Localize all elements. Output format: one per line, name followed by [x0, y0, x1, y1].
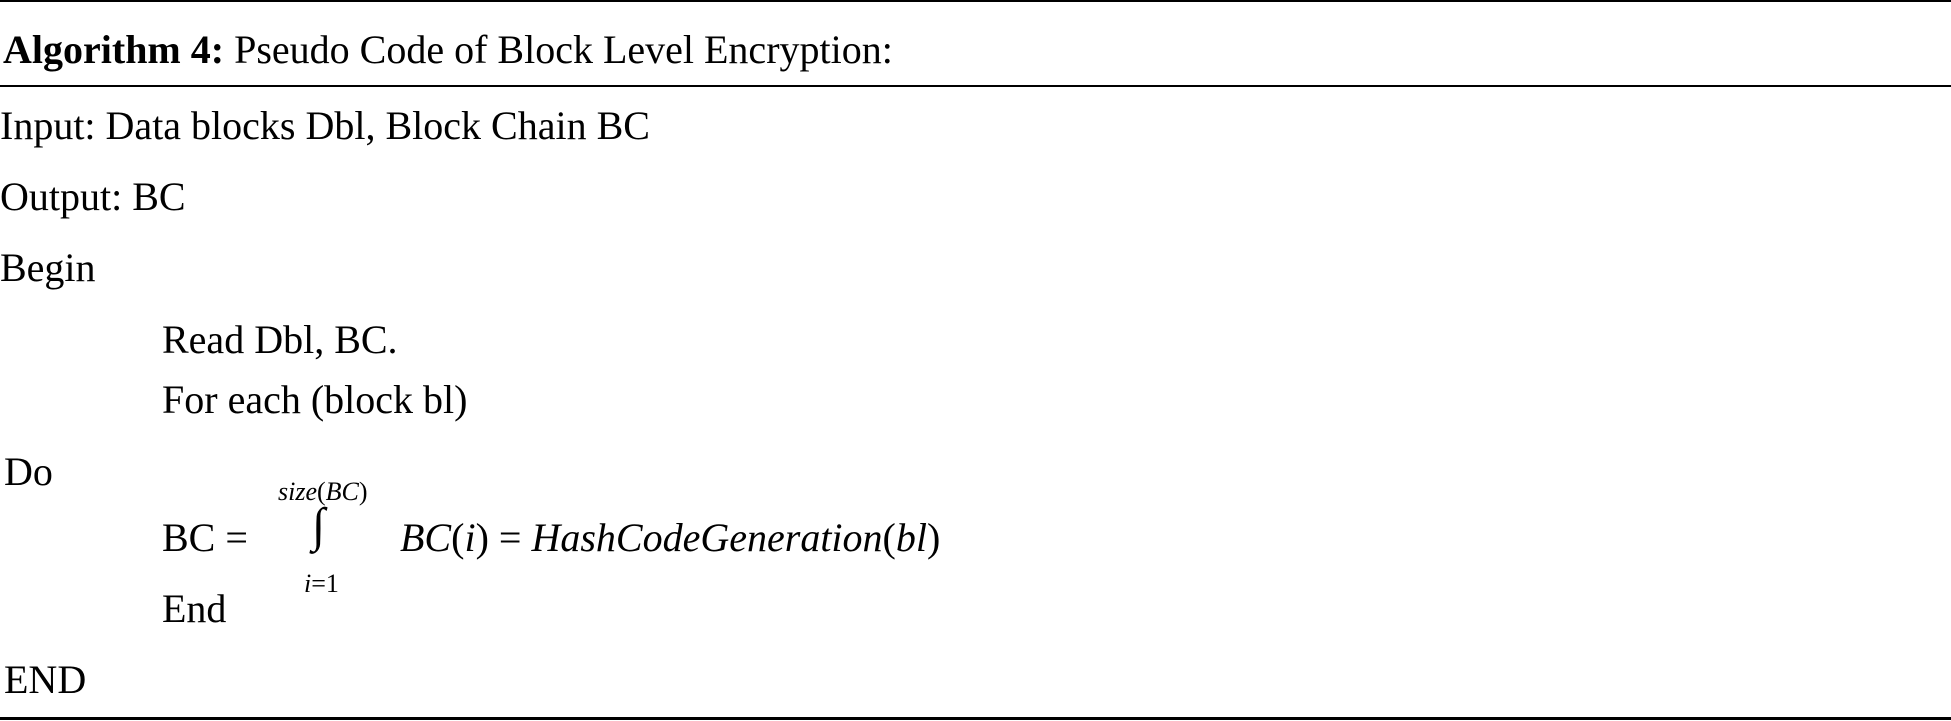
- lower-limit-var: i: [304, 569, 312, 598]
- rhs-term: BC: [400, 515, 452, 560]
- rhs-paren-open: (: [451, 515, 465, 560]
- function-arg: bl: [895, 515, 927, 560]
- upper-limit-open: (: [317, 477, 326, 506]
- read-line: Read Dbl, BC.: [162, 317, 398, 362]
- rhs-equals: =: [488, 515, 532, 560]
- upper-limit-close: ): [358, 477, 368, 506]
- end-outer-line: END: [4, 657, 87, 702]
- top-rule: [0, 0, 1951, 2]
- rhs-index: i: [464, 515, 476, 560]
- algorithm-title-text: Pseudo Code of Block Level Encryption:: [234, 27, 893, 72]
- algorithm-title: Algorithm 4: Pseudo Code of Block Level …: [3, 26, 893, 74]
- upper-limit-arg: BC: [325, 477, 359, 506]
- integral-symbol: ∫: [312, 499, 326, 552]
- integral-lower-limit: i=1: [304, 568, 339, 600]
- header-rule: [0, 85, 1951, 87]
- bottom-rule: [0, 717, 1951, 720]
- function-paren-close: ): [927, 515, 941, 560]
- function-paren-open: (: [882, 515, 896, 560]
- begin-line: Begin: [0, 245, 96, 290]
- formula-lhs: BC =: [162, 515, 248, 560]
- formula-rhs: BC(i) = HashCodeGeneration(bl): [400, 514, 940, 562]
- integral-upper-limit: size(BC): [278, 476, 368, 508]
- output-line: Output: BC: [0, 174, 186, 219]
- end-inner-line: End: [162, 586, 227, 631]
- upper-limit-fn: size: [278, 477, 317, 506]
- for-each-line: For each (block bl): [162, 377, 468, 422]
- input-line: Input: Data blocks Dbl, Block Chain BC: [0, 103, 650, 148]
- algorithm-label: Algorithm 4:: [3, 27, 225, 72]
- rhs-paren-close: ): [475, 515, 489, 560]
- do-line: Do: [4, 449, 53, 494]
- function-name: HashCodeGeneration: [531, 515, 883, 560]
- lower-limit-rest: =1: [311, 569, 339, 598]
